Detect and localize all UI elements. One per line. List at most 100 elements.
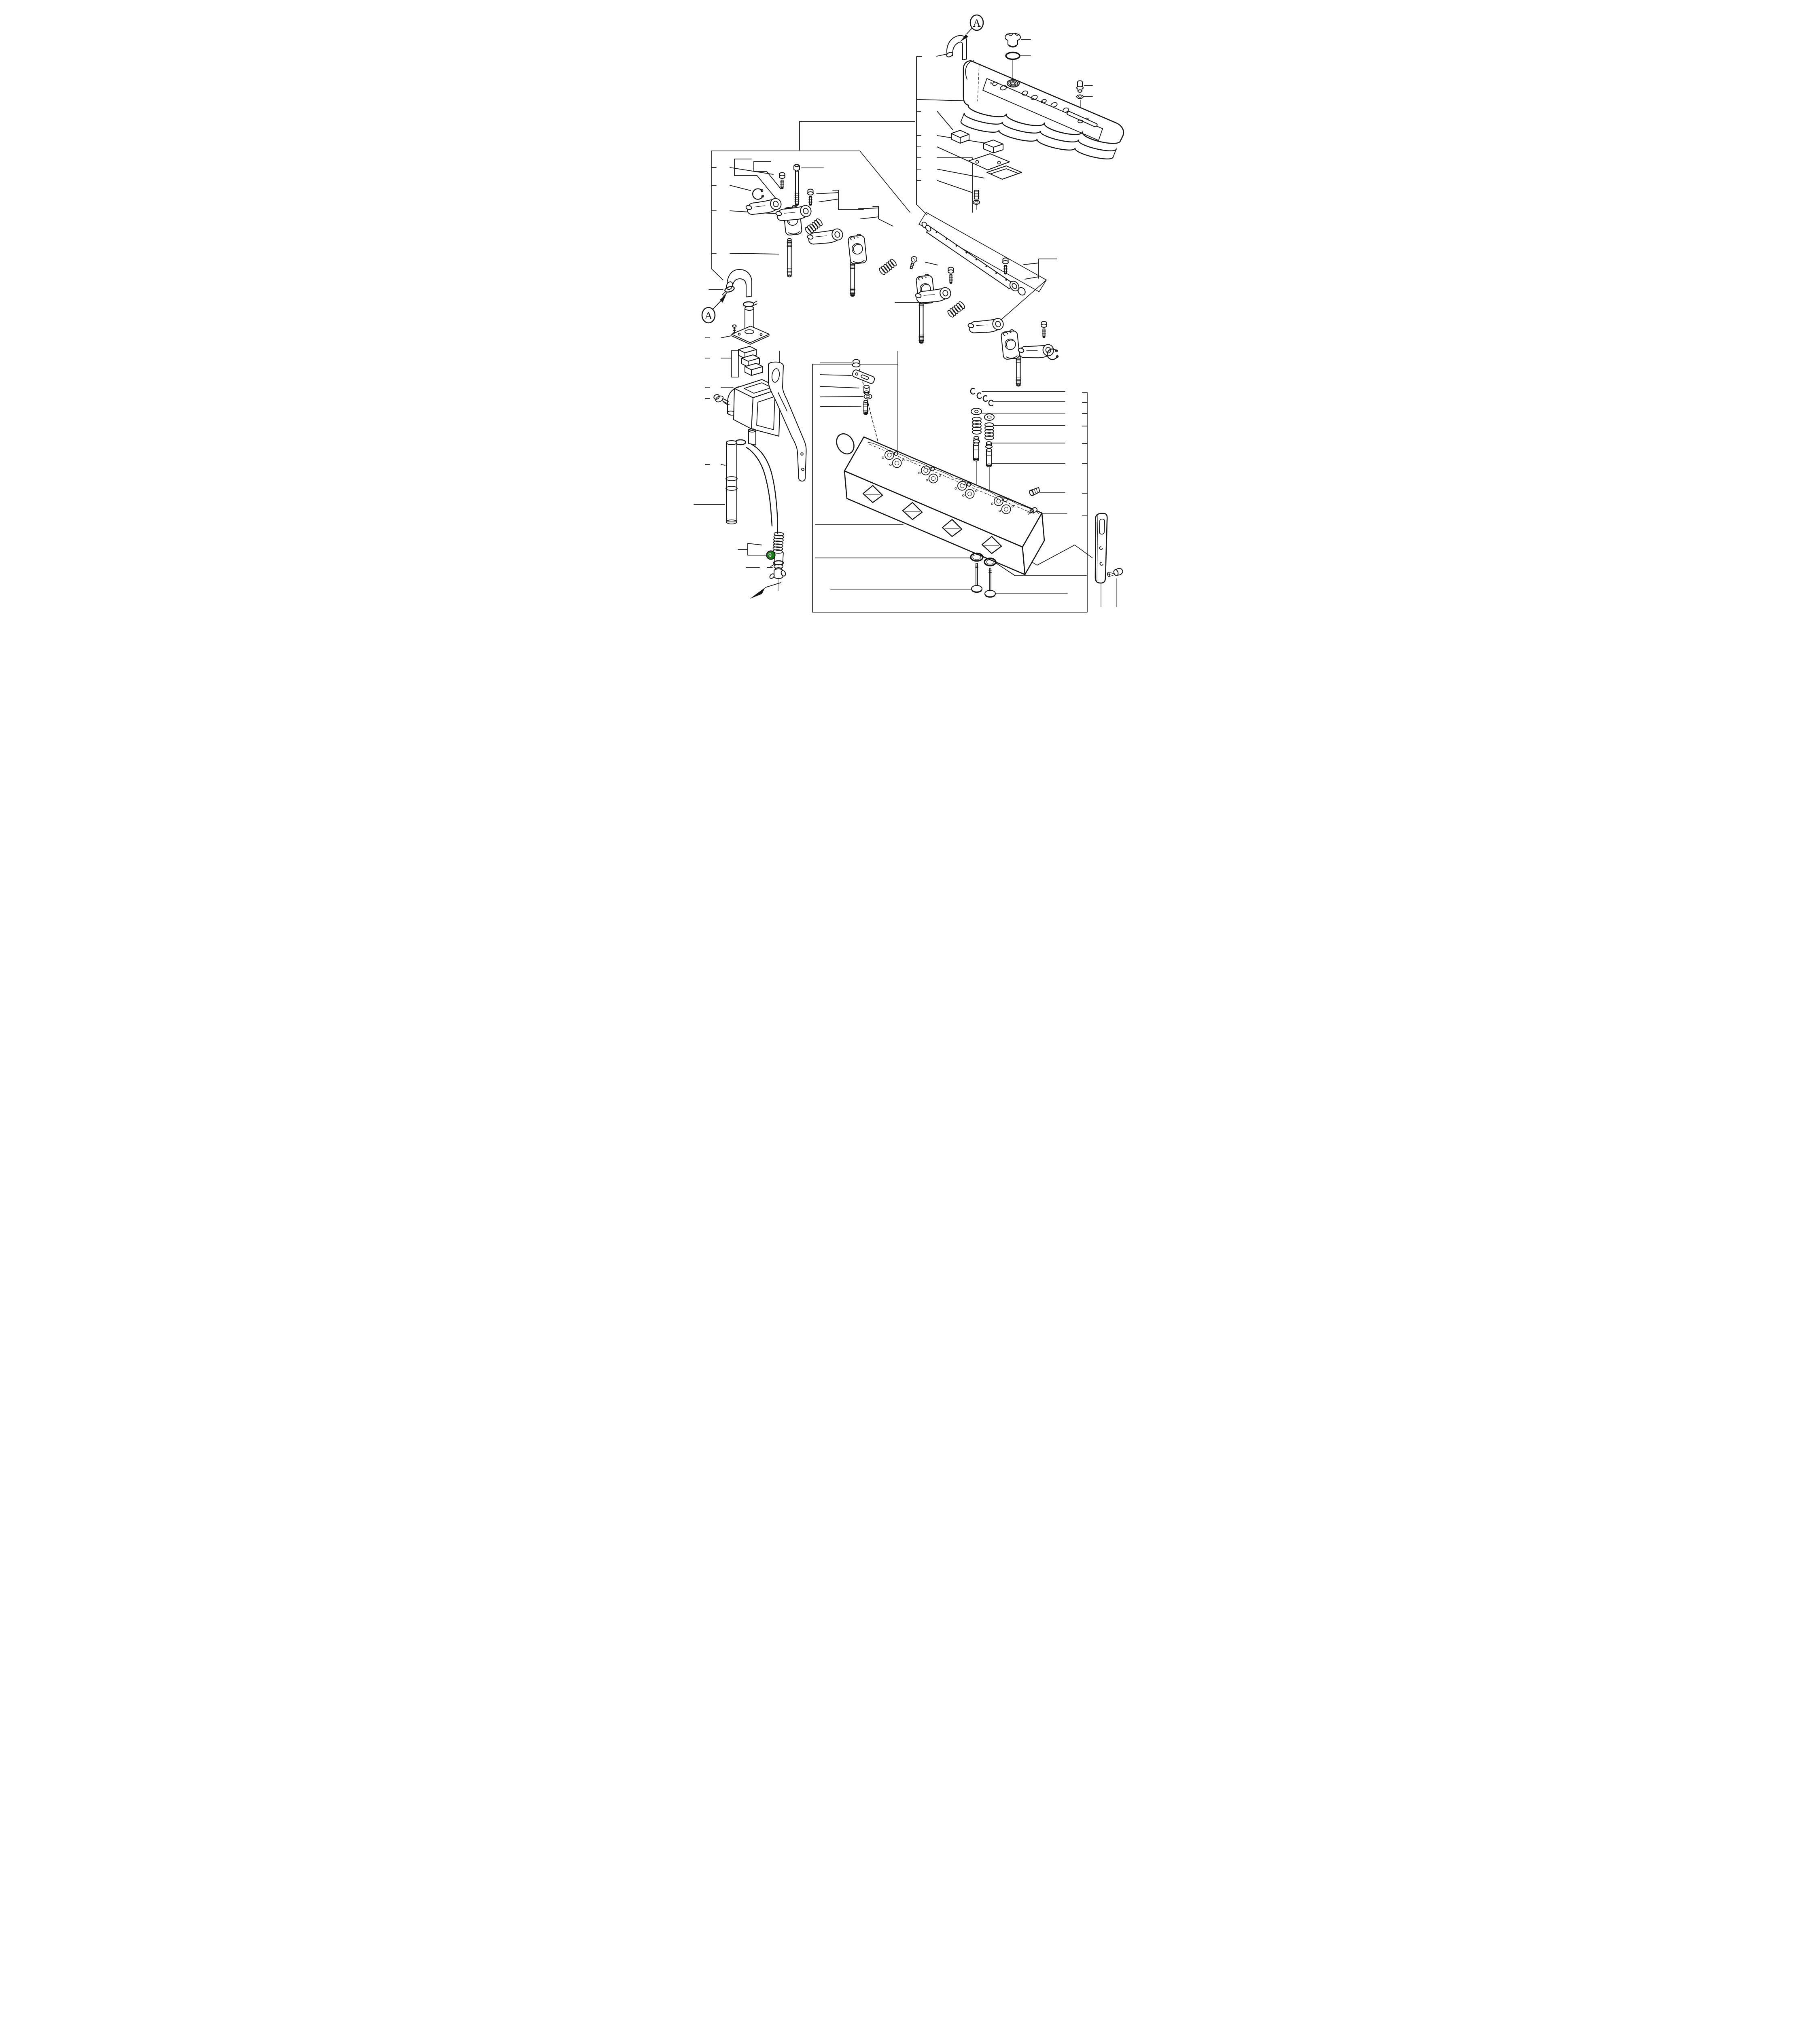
cover-seal-washer bbox=[1076, 94, 1084, 99]
center-mount-parts bbox=[852, 359, 875, 415]
bolt-hole bbox=[962, 494, 965, 497]
tip bbox=[795, 204, 799, 206]
curl bbox=[761, 195, 764, 198]
threads bbox=[808, 197, 813, 203]
oil-filler-cap bbox=[1005, 33, 1021, 48]
rib bbox=[773, 537, 784, 542]
rocker-stud bbox=[787, 238, 792, 278]
rocker-arm bbox=[915, 287, 951, 303]
coil bbox=[956, 303, 963, 311]
rib bbox=[784, 212, 795, 214]
adjuster-and-nut bbox=[779, 172, 785, 189]
support-bracket bbox=[768, 361, 807, 482]
phantom-outlines bbox=[711, 100, 1117, 613]
oil-hole bbox=[965, 252, 967, 254]
callout-a-top-arrow bbox=[960, 34, 968, 42]
cylinder-deck-detail bbox=[955, 481, 978, 499]
rib bbox=[773, 541, 784, 545]
pad bbox=[967, 323, 974, 329]
snap-ring bbox=[752, 188, 764, 200]
coil bbox=[814, 220, 821, 228]
block bbox=[745, 363, 763, 376]
bolt-hole bbox=[955, 487, 957, 490]
rocker-arm bbox=[967, 318, 1004, 333]
callout-a-top-label: A bbox=[973, 17, 981, 29]
nut-base bbox=[779, 175, 785, 179]
base bbox=[853, 260, 865, 263]
boss bbox=[940, 287, 951, 299]
nut-base bbox=[1002, 260, 1009, 264]
tip bbox=[1042, 336, 1046, 338]
valve-seat bbox=[1001, 504, 1011, 514]
hose-clamp-lower bbox=[742, 301, 757, 307]
injector-bore bbox=[1003, 497, 1008, 502]
base bbox=[1006, 355, 1018, 359]
pad bbox=[745, 205, 752, 210]
rocker-spring bbox=[879, 259, 897, 275]
breather-body bbox=[727, 379, 781, 445]
valve-train-parts bbox=[970, 388, 1040, 515]
spacer-sleeve bbox=[863, 385, 870, 394]
shaft-bore bbox=[851, 243, 863, 254]
highlight-badge-circle[interactable] bbox=[766, 550, 776, 560]
flat-head-screw bbox=[910, 256, 917, 269]
ring bbox=[1047, 348, 1058, 360]
oil-hole bbox=[985, 265, 987, 267]
threads bbox=[948, 276, 953, 281]
bolt-hole bbox=[938, 474, 941, 477]
oil-filler-hole bbox=[1006, 79, 1020, 88]
rib bbox=[772, 546, 783, 551]
coil bbox=[984, 426, 994, 430]
callout-leader-lines bbox=[694, 39, 1093, 594]
bolt-marks bbox=[850, 233, 861, 241]
rocker-arm bbox=[745, 198, 782, 215]
baffle-plate bbox=[968, 153, 1010, 170]
valve-collets bbox=[970, 388, 994, 407]
valve-seat bbox=[928, 473, 938, 483]
rib bbox=[923, 294, 935, 296]
cylinder-head bbox=[836, 433, 1045, 575]
rocker-pedestal bbox=[1001, 329, 1020, 360]
valve-seat bbox=[892, 458, 902, 468]
corrugation bbox=[772, 532, 784, 554]
adjuster-and-nut bbox=[1041, 321, 1047, 338]
valve-seat-ring-1 bbox=[970, 552, 984, 562]
coil bbox=[952, 306, 959, 314]
body bbox=[848, 235, 867, 264]
shaft-oil-holes bbox=[935, 231, 1007, 281]
callout-a-top[interactable]: A bbox=[960, 14, 984, 42]
rocker-spring bbox=[805, 218, 823, 235]
oil-hole bbox=[995, 272, 997, 274]
gasket-inner bbox=[960, 121, 1114, 159]
boss bbox=[800, 205, 812, 217]
baffle-bracket bbox=[986, 165, 1022, 180]
rocker-stud bbox=[850, 260, 855, 297]
hex-head bbox=[793, 164, 800, 172]
valve-seat bbox=[965, 489, 975, 499]
callout-a-left-label: A bbox=[704, 310, 713, 322]
bore bbox=[803, 208, 809, 214]
valve-spring-2 bbox=[984, 422, 994, 440]
plate-screw bbox=[732, 324, 737, 334]
intake-ports bbox=[862, 485, 1002, 554]
tip bbox=[781, 187, 784, 189]
valve-cover-details bbox=[965, 59, 1103, 141]
coil bbox=[972, 417, 982, 422]
baffle-block-1 bbox=[951, 130, 969, 144]
rocker-pedestal bbox=[848, 233, 867, 264]
shank bbox=[787, 239, 792, 276]
valve-hole bbox=[1004, 507, 1009, 512]
bore-shadow bbox=[853, 244, 860, 252]
callout-a-left[interactable]: A bbox=[701, 294, 726, 324]
coil bbox=[972, 426, 982, 431]
slot bbox=[912, 257, 916, 261]
rib bbox=[754, 205, 766, 208]
coil bbox=[954, 305, 961, 312]
coil bbox=[984, 429, 994, 434]
rocker-arm bbox=[807, 228, 843, 245]
oil-hole bbox=[955, 245, 957, 247]
baffle-elements bbox=[738, 346, 763, 376]
gasket-outer bbox=[963, 112, 1117, 151]
highlight-badge-9[interactable]: 9 bbox=[766, 550, 776, 560]
base bbox=[788, 231, 800, 235]
